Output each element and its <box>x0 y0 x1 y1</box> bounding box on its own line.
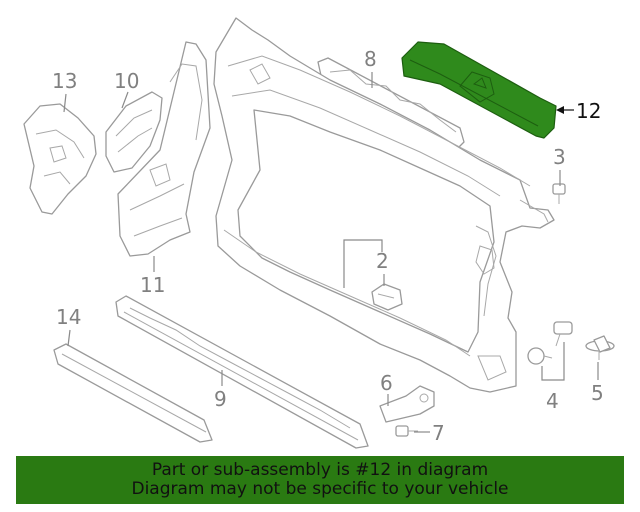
callout-2: 2 <box>376 249 389 273</box>
callout-5: 5 <box>591 381 604 405</box>
callout-4: 4 <box>546 389 559 413</box>
part-12-air-deflector[interactable] <box>401 41 557 139</box>
callout-14: 14 <box>56 305 81 329</box>
part-5-push-pin[interactable] <box>585 335 615 360</box>
callout-11: 11 <box>140 273 165 297</box>
callout-10: 10 <box>114 69 139 93</box>
callout-12: 12 <box>576 99 601 123</box>
callout-labels: 8 12 3 2 13 10 11 14 9 6 7 4 5 <box>52 47 604 445</box>
callout-3: 3 <box>553 145 566 169</box>
part-3-screw[interactable] <box>552 183 566 204</box>
part-7-bolt[interactable] <box>395 425 418 437</box>
leader-lines <box>63 72 599 433</box>
part-info-banner: Part or sub-assembly is #12 in diagram D… <box>16 456 624 504</box>
banner-line-1: Part or sub-assembly is #12 in diagram <box>151 460 489 480</box>
callout-7: 7 <box>432 421 445 445</box>
callout-13: 13 <box>52 69 77 93</box>
part-9-lower-strip[interactable] <box>115 295 369 449</box>
part-13-left-bracket[interactable] <box>23 103 97 215</box>
part-6-bracket[interactable] <box>379 385 435 423</box>
banner-line-2: Diagram may not be specific to your vehi… <box>131 479 509 499</box>
callout-9: 9 <box>214 387 227 411</box>
part-4-fasteners[interactable] <box>527 321 573 365</box>
part-1-radiator-support[interactable] <box>213 17 555 393</box>
callout-8: 8 <box>364 47 377 71</box>
part-11-side-air-guide[interactable] <box>117 41 211 257</box>
parts-diagram: 8 12 3 2 13 10 11 14 9 6 7 4 5 <box>23 17 615 449</box>
part-14-lower-trim[interactable] <box>53 343 213 443</box>
callout-6: 6 <box>380 371 393 395</box>
part-10-left-duct[interactable] <box>105 91 163 173</box>
